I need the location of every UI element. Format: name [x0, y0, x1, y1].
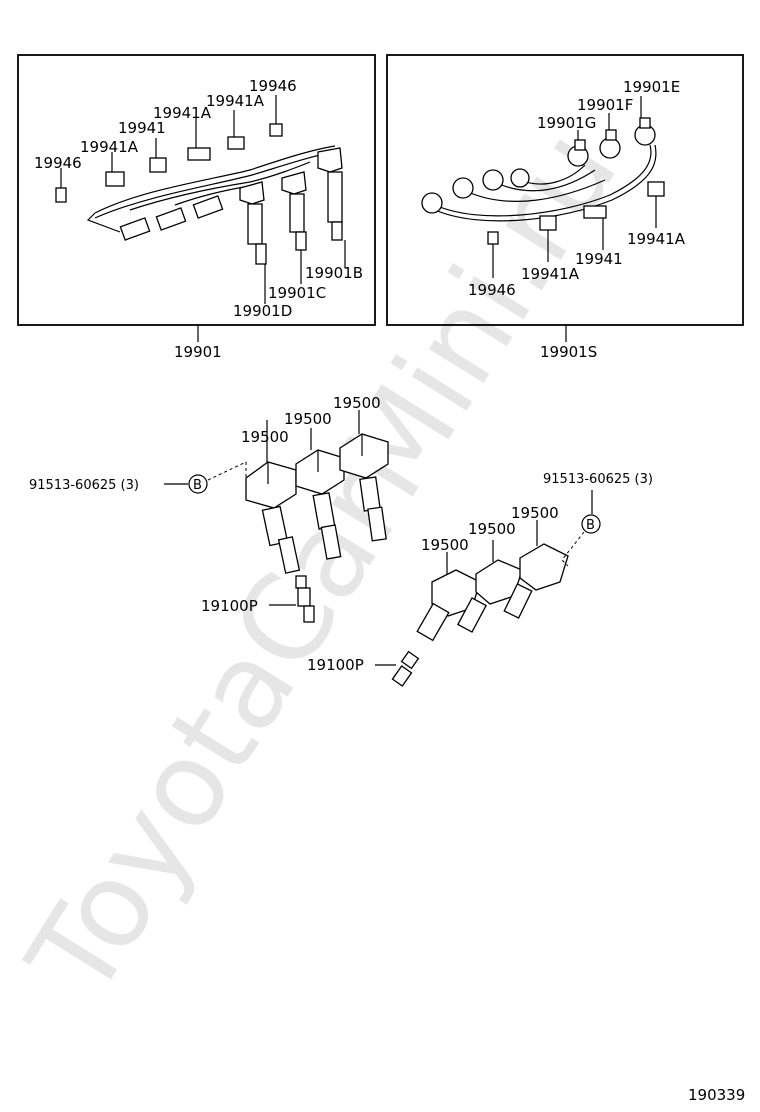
label-left-19946-b: 19946 [249, 77, 297, 95]
label-left-19946-a: 19946 [34, 154, 82, 172]
right-panel-caption: 19901S [540, 343, 597, 361]
left-clamp-1[interactable] [55, 168, 67, 203]
label-right-19901g: 19901G [537, 114, 596, 132]
label-left-19941a-c: 19941A [206, 92, 265, 110]
label-right-19901e: 19901E [623, 78, 680, 96]
upper-coil-group: 19500 19500 19500 91513-60625 (3) B 1910… [29, 394, 389, 623]
figure-code: 190339 [688, 1086, 745, 1104]
upper-coil-3[interactable] [339, 433, 389, 542]
right-boot-e[interactable] [634, 117, 656, 146]
upper-spark-plug[interactable] [295, 575, 315, 623]
label-lower-plug: 19100P [307, 656, 364, 674]
left-clamp-6[interactable] [269, 95, 283, 137]
label-left-19901c: 19901C [268, 284, 326, 302]
right-clamp-3[interactable] [539, 215, 557, 262]
label-right-19941a-b: 19941A [521, 265, 580, 283]
label-right-19941: 19941 [575, 250, 623, 268]
left-boot-d[interactable] [239, 181, 267, 265]
right-clamp-2[interactable] [583, 205, 607, 250]
upper-coil-2[interactable] [295, 449, 345, 560]
left-wire-harness[interactable] [86, 145, 338, 241]
label-lower-bolt: 91513-60625 (3) [543, 472, 653, 487]
right-boot-g[interactable] [567, 139, 589, 167]
left-clamp-2[interactable] [105, 152, 125, 187]
label-right-19946: 19946 [468, 281, 516, 299]
right-panel-frame [386, 54, 744, 326]
label-upper-coil-2: 19500 [284, 410, 332, 428]
right-wire-harness[interactable] [421, 144, 657, 222]
left-boot-c[interactable] [281, 171, 307, 251]
label-right-19901f: 19901F [577, 96, 633, 114]
label-lower-coil-3: 19500 [511, 504, 559, 522]
label-lower-ref: B [586, 518, 595, 533]
left-panel-caption: 19901 [174, 343, 222, 361]
left-clamp-4[interactable] [187, 118, 211, 161]
left-panel-frame [17, 54, 376, 326]
lower-coil-group: 19500 19500 19500 91513-60625 (3) B 1910… [307, 472, 653, 687]
label-lower-coil-2: 19500 [468, 520, 516, 538]
right-clamp-4[interactable] [487, 231, 499, 278]
label-left-19901d: 19901D [233, 302, 292, 320]
label-left-19941: 19941A [153, 104, 212, 122]
label-upper-bolt: 91513-60625 (3) [29, 478, 139, 493]
left-clamp-3[interactable] [149, 138, 167, 173]
label-upper-coil-1: 19500 [241, 428, 289, 446]
left-panel: 19946 19941A 19941 19941A 19941A 19946 1… [17, 54, 376, 361]
label-right-19941a-a: 19941A [627, 230, 686, 248]
label-lower-coil-1: 19500 [421, 536, 469, 554]
right-boot-f[interactable] [599, 129, 621, 159]
label-upper-ref: B [193, 478, 202, 493]
upper-coil-1[interactable] [245, 461, 301, 574]
label-left-19941a-a: 19941A [80, 138, 139, 156]
label-upper-plug: 19100P [201, 597, 258, 615]
right-clamp-1[interactable] [647, 181, 665, 228]
label-left-19901b: 19901B [305, 264, 363, 282]
left-clamp-5[interactable] [227, 110, 245, 150]
left-boot-b[interactable] [317, 147, 343, 241]
lower-spark-plug[interactable] [391, 650, 420, 687]
lower-coil-3[interactable] [503, 543, 569, 619]
label-upper-coil-3: 19500 [333, 394, 381, 412]
label-left-19941a-b: 19941 [118, 119, 166, 137]
right-panel: 19901E 19901F 19901G 19941A 19941 19941A… [386, 54, 744, 361]
